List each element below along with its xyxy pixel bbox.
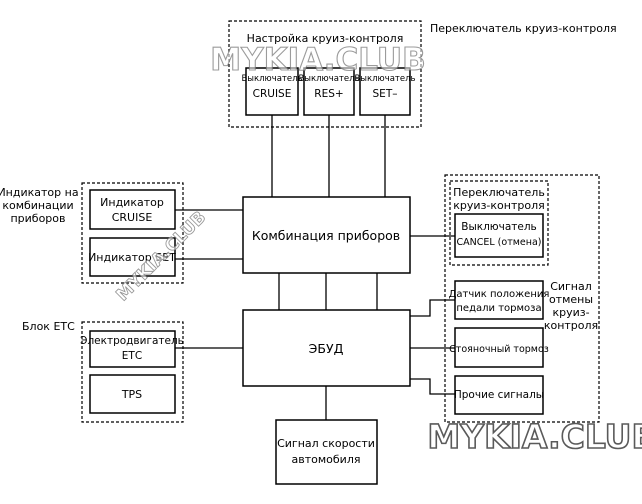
switch-set-label: SET– [373, 88, 398, 100]
switch-cruise-word: Выключатель [241, 74, 302, 84]
switch-res-word: Выключатель [298, 74, 359, 84]
parking-brake-label: Стояночный тормоз [449, 344, 549, 355]
indicator-group-label-1: Индикатор на [0, 186, 79, 199]
etc-motor: Электродвигатель ЕТС [80, 330, 184, 368]
cancel-signal-label-4: контроля [544, 319, 598, 332]
watermark-bottom-text: MYKIA.CLUB [427, 417, 642, 456]
watermark-bottom: MYKIA.CLUB [427, 416, 642, 457]
cancel-switch-line2: CANCEL (отмена) [457, 237, 542, 248]
switch-res-label: RES+ [314, 88, 343, 100]
right-group-label-1: Переключатель [453, 186, 545, 199]
vehicle-speed-signal: Сигнал скорости автомобиля [275, 419, 378, 485]
other-signals-label: Прочие сигналы [454, 389, 544, 401]
etc-group [81, 321, 184, 423]
cruise-setup-group [228, 20, 422, 128]
etc-motor-line2: ЕТС [122, 350, 142, 362]
indicator-cruise: Индикатор CRUISE [89, 189, 176, 230]
brake-pedal-sensor-line2: педали тормоза [456, 303, 541, 314]
ecu-label: ЭБУД [309, 341, 344, 356]
instrument-cluster-label: Комбинация приборов [252, 228, 400, 243]
watermark-top: MYKIA.CLUB [210, 41, 427, 78]
indicator-set: Индикатор SET [88, 237, 176, 277]
cancel-signal-label-2: отмены [549, 293, 593, 306]
vehicle-speed-signal-line2: автомобиля [292, 453, 361, 466]
tps-label: TPS [121, 388, 142, 401]
ecu: ЭБУД [242, 309, 411, 387]
cruise-switch-group-label: Переключатель круиз-контроля [430, 22, 617, 35]
brake-pedal-sensor-line1: Датчик положения [449, 289, 550, 300]
cancel-signal-label-1: Сигнал [550, 280, 592, 293]
instrument-cluster: Комбинация приборов [242, 196, 411, 274]
switch-cruise-label: CRUISE [253, 88, 292, 100]
etc-motor-line1: Электродвигатель [80, 335, 184, 347]
indicator-group [81, 182, 184, 284]
cancel-switch: Выключатель CANCEL (отмена) [454, 213, 544, 258]
switch-cruise: Выключатель CRUISE [241, 67, 303, 116]
indicator-cruise-line1: Индикатор [100, 196, 164, 209]
cancel-signals-group [444, 174, 600, 423]
cruise-setup-title: Настройка круиз-контроля [247, 32, 404, 45]
indicator-group-label-3: приборов [10, 212, 65, 225]
right-group-label-2: круиз-контроля [453, 199, 544, 212]
tps-sensor: TPS [89, 374, 176, 414]
indicator-group-label-2: комбинации [2, 199, 73, 212]
watermark-top-text: MYKIA.CLUB [210, 42, 425, 78]
indicator-set-label: Индикатор SET [88, 251, 176, 264]
etc-group-label: Блок ЕТС [22, 320, 75, 333]
switch-set-word: Выключатель [354, 74, 415, 84]
cancel-signal-label-3: круиз- [552, 306, 589, 319]
cancel-switch-line1: Выключатель [461, 221, 537, 233]
parking-brake: Стояночный тормоз [449, 327, 549, 368]
indicator-cruise-line2: CRUISE [112, 211, 153, 224]
right-cruise-switch-group [449, 180, 549, 266]
brake-pedal-sensor: Датчик положения педали тормоза [449, 280, 550, 320]
switch-res: Выключатель RES+ [298, 67, 360, 116]
connection-lines [175, 115, 455, 420]
vehicle-speed-signal-line1: Сигнал скорости [277, 437, 375, 450]
switch-set: Выключатель SET– [354, 67, 416, 116]
other-signals: Прочие сигналы [454, 375, 544, 415]
